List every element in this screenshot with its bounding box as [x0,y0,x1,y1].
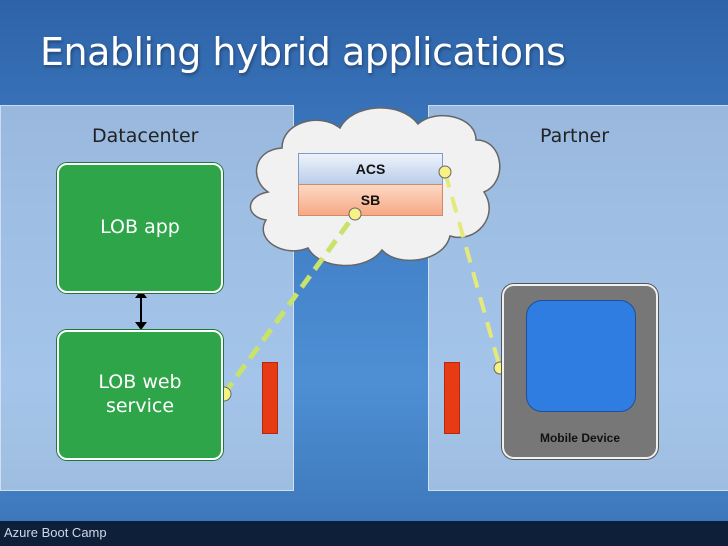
partner-label: Partner [540,125,610,147]
datacenter-label: Datacenter [92,125,199,147]
connector-webservice-to-sb [221,212,358,396]
page-title: Enabling hybrid applications [40,30,566,74]
endpoint-sb [348,207,362,221]
lob-web-service-box: LOB web service [57,330,223,460]
endpoint-acs [438,165,452,179]
mobile-device-label: Mobile Device [539,431,621,445]
lob-web-service-label-line2: service [105,395,175,417]
lob-app-label: LOB app [100,216,180,239]
acs-layer: ACS [298,153,443,185]
connector-acs-to-mobile [443,171,502,369]
firewall-bar-datacenter [262,362,278,434]
lob-web-service-label-line1: LOB web [98,371,182,394]
footer-text: Azure Boot Camp [4,525,107,540]
double-arrow-icon [135,290,147,330]
footer-bar: Azure Boot Camp [0,521,728,546]
lob-app-box: LOB app [57,163,223,293]
mobile-screen [526,300,636,412]
mobile-device: Mobile Device [502,284,658,459]
sb-layer: SB [298,184,443,216]
firewall-bar-partner [444,362,460,434]
